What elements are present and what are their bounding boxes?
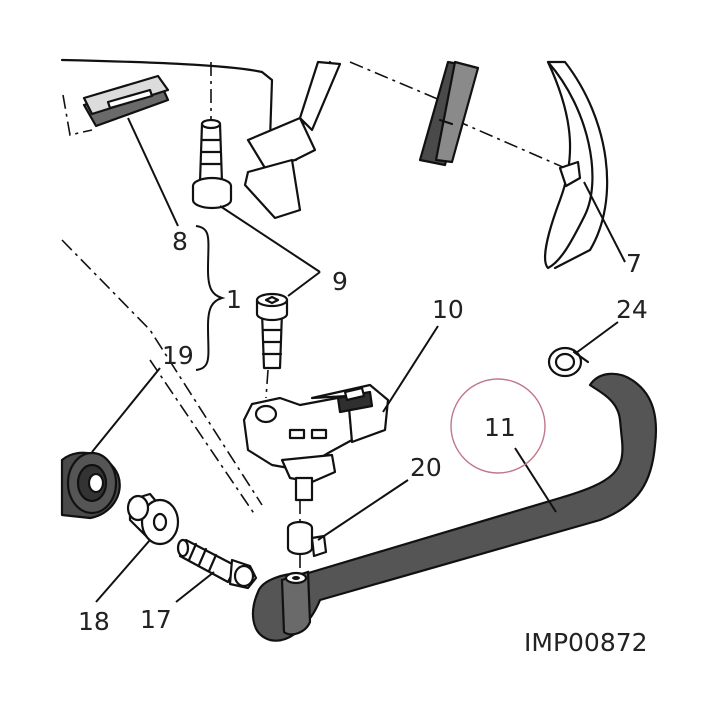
part-9-lower-bolt	[255, 292, 289, 370]
part-20-clamp	[286, 520, 328, 558]
callout-11-highlight-circle	[450, 378, 546, 474]
callout-10: 10	[432, 295, 464, 324]
part-7-side-cover	[544, 60, 609, 270]
callout-20: 20	[410, 453, 442, 482]
part-19-grommet	[60, 451, 121, 520]
assembly-axis-lines	[61, 61, 566, 575]
rubber-grommet-strip	[418, 60, 480, 167]
callout-19: 19	[162, 341, 194, 370]
part-11-hose	[252, 372, 658, 642]
callout-7: 7	[626, 249, 642, 278]
frame-bracket-outline	[60, 58, 342, 220]
callout-11: 11	[484, 413, 516, 442]
callout-17: 17	[140, 605, 172, 634]
part-10-pressure-sensor	[242, 383, 390, 502]
part-24-hose-clip	[547, 346, 590, 378]
callout-1: 1	[226, 285, 242, 314]
callout-8: 8	[172, 227, 188, 256]
callout-1-bracket	[195, 225, 226, 371]
callout-labels: 1 7 8 9 10 11 17 18 19 20 24	[78, 227, 648, 636]
image-reference-code: IMP00872	[524, 628, 648, 657]
callout-9: 9	[332, 267, 348, 296]
part-8-rubber-block	[82, 74, 170, 128]
callout-24: 24	[616, 295, 648, 324]
part-9-upper-bolt	[191, 118, 233, 210]
callout-leader-lines	[91, 117, 626, 603]
part-18-spacer	[126, 492, 180, 546]
part-17-bolt	[176, 538, 258, 590]
callout-18: 18	[78, 607, 110, 636]
